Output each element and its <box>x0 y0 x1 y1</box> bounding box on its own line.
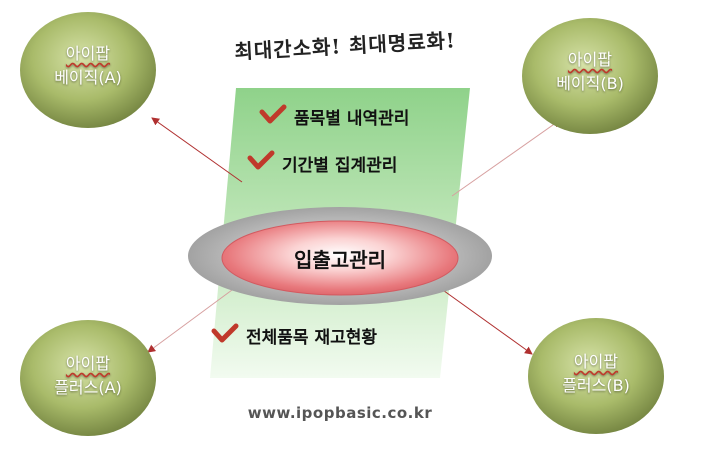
circle-line2: 플러스(A) <box>54 378 122 397</box>
check-icon <box>247 150 275 170</box>
feature-item-by-product: 품목별 내역관리 <box>294 109 410 129</box>
circle-line1: 아이팝 <box>567 50 613 69</box>
center-oval <box>221 220 459 296</box>
circle-plus-a <box>20 320 156 436</box>
circle-line1: 아이팝 <box>65 44 111 63</box>
circle-label-basic-b: 아이팝 베이직(B) <box>540 48 640 96</box>
check-icon <box>259 104 287 124</box>
circle-label-plus-b: 아이팝 플러스(B) <box>546 350 646 398</box>
circle-line1: 아이팝 <box>65 354 111 373</box>
circle-label-basic-a: 아이팝 베이직(A) <box>38 42 138 90</box>
arrow-to-plus-a <box>147 289 233 353</box>
arrow-to-plus-b <box>439 287 533 355</box>
circle-line2: 베이직(B) <box>556 74 624 93</box>
check-icon <box>211 323 239 343</box>
feature-item-by-period: 기간별 집계관리 <box>282 156 398 176</box>
circle-label-plus-a: 아이팝 플러스(A) <box>38 352 138 400</box>
circle-basic-a <box>20 12 156 128</box>
arrow-to-basic-b <box>451 119 561 197</box>
feature-item-inventory: 전체품목 재고현황 <box>246 328 378 348</box>
circle-plus-b <box>528 318 664 434</box>
website-url: www.ipopbasic.co.kr <box>247 404 433 422</box>
circle-line1: 아이팝 <box>573 352 619 371</box>
circle-line2: 플러스(B) <box>562 376 630 395</box>
arrow-to-basic-a <box>151 117 243 183</box>
circle-line2: 베이직(A) <box>54 68 122 87</box>
center-label: 입출고관리 <box>294 248 386 272</box>
circle-basic-b <box>522 18 658 134</box>
